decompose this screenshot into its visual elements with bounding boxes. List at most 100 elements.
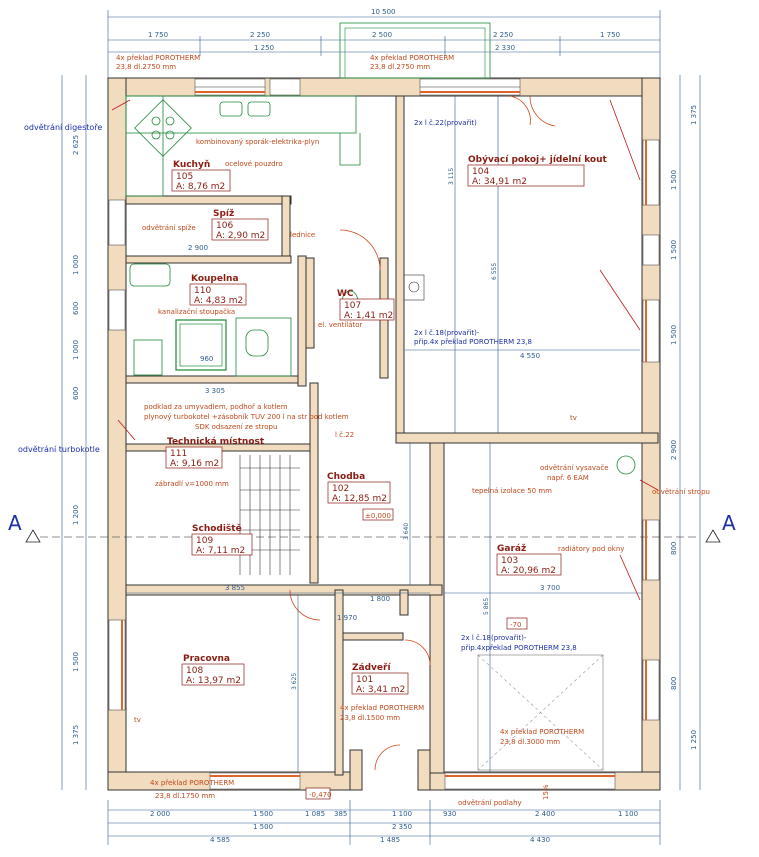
room-area-pracovna: A: 13,97 m2 bbox=[186, 676, 241, 686]
top-dimensions: 10 500 1 750 2 250 2 500 2 250 1 750 1 2… bbox=[107, 8, 661, 100]
note-sdk: SDK odsazení ze stropu bbox=[195, 423, 277, 431]
lintel-l18a: 2x l č.18(provařit)- bbox=[414, 329, 480, 337]
room-name-technicka: Technická místnost bbox=[167, 437, 265, 447]
side-labels: odvětrání digestoře odvětrání turbokotle… bbox=[8, 123, 736, 535]
dim-left-8: 1 375 bbox=[72, 725, 80, 745]
room-no-garaz: 103 bbox=[501, 556, 518, 566]
note-izolace: tepelná izolace 50 mm bbox=[472, 487, 552, 495]
dim-left-5: 600 bbox=[72, 387, 80, 400]
room-no-kuchyn: 105 bbox=[176, 172, 193, 182]
dim-bottom-8: 1 100 bbox=[618, 810, 638, 818]
dim-bottom-row2-1: 1 500 bbox=[253, 823, 273, 831]
note-odvetrani-stropu: odvětrání stropu bbox=[652, 488, 710, 496]
dim-inner-zadveri-width: 1 800 bbox=[370, 595, 390, 603]
dim-top-4: 2 250 bbox=[493, 31, 513, 39]
lintel-l18b-2: přip.4xpřeklad POROTHERM 23,8 bbox=[461, 644, 577, 652]
dim-inner-door: 1 970 bbox=[337, 614, 357, 622]
room-no-spiz: 106 bbox=[216, 221, 233, 231]
dim-right-3: 1 500 bbox=[670, 240, 678, 260]
dim-top-row3-2: 2 330 bbox=[495, 44, 515, 52]
dim-bottom-row3-2: 1 485 bbox=[380, 836, 400, 844]
lintel-top-mid: 4x překlad POROTHERM bbox=[370, 54, 454, 62]
room-area-technicka: A: 9,16 m2 bbox=[170, 459, 219, 469]
note-lednice: lednice bbox=[290, 231, 315, 239]
dim-inner-garage-height: 5 865 bbox=[483, 598, 490, 615]
annotations: 4x překlad POROTHERM 23,8 dl.2750 mm 4x … bbox=[116, 54, 710, 807]
dim-top-row3-1: 1 250 bbox=[254, 44, 274, 52]
dim-inner-pracovna-width: 3 855 bbox=[225, 584, 245, 592]
dim-inner-spiz-width: 2 900 bbox=[188, 244, 208, 252]
level-marks: -0,470 -70 ±0,000 15% bbox=[305, 508, 550, 800]
dim-inner-garage-width: 3 700 bbox=[540, 584, 560, 592]
note-odvetrani-podlahy: odvětrání podlahy bbox=[458, 799, 522, 807]
left-dimensions: 2 625 1 000 600 1 000 600 1 200 1 500 1 … bbox=[61, 75, 87, 790]
lintel-bottom-mid-2: 23,8 dl.1500 mm bbox=[340, 714, 400, 722]
room-no-wc: 107 bbox=[344, 301, 361, 311]
room-area-koupelna: A: 4,83 m2 bbox=[194, 296, 243, 306]
dim-right-5: 2 900 bbox=[670, 440, 678, 460]
dim-bottom-row3-1: 4 585 bbox=[210, 836, 230, 844]
room-area-garaz: A: 20,96 m2 bbox=[501, 566, 556, 576]
note-tv-living: tv bbox=[570, 414, 577, 422]
dim-left-6: 1 200 bbox=[72, 505, 80, 525]
dim-bottom-2: 1 500 bbox=[253, 810, 273, 818]
dim-bottom-row2-2: 2 350 bbox=[392, 823, 412, 831]
dim-inner-pracovna-height: 3 625 bbox=[291, 673, 298, 690]
dim-right-2: 1 500 bbox=[670, 170, 678, 190]
dim-bottom-6: 930 bbox=[443, 810, 456, 818]
dim-top-3: 2 500 bbox=[372, 31, 392, 39]
room-area-spiz: A: 2,90 m2 bbox=[216, 231, 265, 241]
dim-left-7: 1 500 bbox=[72, 652, 80, 672]
section-mark-left: A bbox=[8, 511, 22, 535]
level-mark-garage: -70 bbox=[510, 621, 521, 629]
lintel-bottom-left-2: 23,8 dl.1750 mm bbox=[155, 792, 215, 800]
room-area-wc: A: 1,41 m2 bbox=[344, 311, 393, 321]
note-vysava-2: např. 6 EAM bbox=[547, 474, 589, 482]
note-vetrak: el. ventilátor bbox=[318, 321, 363, 329]
dim-left-4: 1 000 bbox=[72, 340, 80, 360]
level-mark-hall: ±0,000 bbox=[365, 512, 391, 520]
dim-right-6: 800 bbox=[670, 542, 678, 555]
lintel-l18b: 2x l č.18(provařit)- bbox=[461, 634, 527, 642]
dim-top-5: 1 750 bbox=[600, 31, 620, 39]
room-no-technicka: 111 bbox=[170, 449, 187, 459]
dim-inner-hall-height: 3 640 bbox=[403, 523, 410, 540]
note-odvetrani-spize: odvětrání spíže bbox=[142, 224, 196, 232]
dim-right-8: 1 250 bbox=[690, 730, 698, 750]
dim-bottom-5: 1 100 bbox=[392, 810, 412, 818]
dim-left-3: 600 bbox=[72, 302, 80, 315]
lintel-top-mid-2: 23,8 dl.2750 mm bbox=[370, 63, 430, 71]
room-area-chodba: A: 12,85 m2 bbox=[332, 494, 387, 504]
room-no-pracovna: 108 bbox=[186, 666, 203, 676]
room-no-chodba: 102 bbox=[332, 484, 349, 494]
dim-left-2: 1 000 bbox=[72, 255, 80, 275]
slope-mark: 15% bbox=[542, 784, 550, 800]
room-area-schodiste: A: 7,11 m2 bbox=[196, 546, 245, 556]
room-labels: Kuchyň 105 A: 8,76 m2 Spíž 106 A: 2,90 m… bbox=[165, 155, 608, 695]
lintel-garage-2: 23,8 dl.3000 mm bbox=[500, 738, 560, 746]
room-name-pracovna: Pracovna bbox=[183, 654, 230, 664]
note-tv-study: tv bbox=[134, 716, 141, 724]
room-name-obyvaci: Obývací pokoj+ jídelní kout bbox=[468, 155, 608, 165]
note-radiator: radiátory pod okny bbox=[558, 545, 624, 553]
room-area-zadveri: A: 3,41 m2 bbox=[356, 685, 405, 695]
level-mark-entrance: -0,470 bbox=[309, 791, 332, 799]
dim-inner-living-upper: 3 115 bbox=[448, 168, 455, 185]
room-name-spiz: Spíž bbox=[213, 209, 234, 219]
dim-inner-living-height: 6 555 bbox=[491, 263, 498, 280]
dim-bottom-4: 385 bbox=[334, 810, 347, 818]
label-odvetrani-turbokotle: odvětrání turbokotle bbox=[18, 445, 100, 454]
room-no-koupelna: 110 bbox=[194, 286, 211, 296]
dim-bottom-3: 1 085 bbox=[305, 810, 325, 818]
right-dimensions: 1 375 1 500 1 500 1 500 2 900 800 800 1 … bbox=[670, 75, 701, 790]
lintel-bottom-mid: 4x překlad POROTHERM bbox=[340, 704, 424, 712]
room-name-schodiste: Schodiště bbox=[192, 523, 242, 534]
lintel-garage: 4x překlad POROTHERM bbox=[500, 728, 584, 736]
lintel-bottom-left: 4x překlad POROTHERM bbox=[150, 779, 234, 787]
dim-bottom-1: 2 000 bbox=[150, 810, 170, 818]
room-area-kuchyn: A: 8,76 m2 bbox=[176, 182, 225, 192]
dim-right-7: 800 bbox=[670, 677, 678, 690]
dim-bottom-7: 2 400 bbox=[535, 810, 555, 818]
room-name-chodba: Chodba bbox=[327, 472, 365, 482]
